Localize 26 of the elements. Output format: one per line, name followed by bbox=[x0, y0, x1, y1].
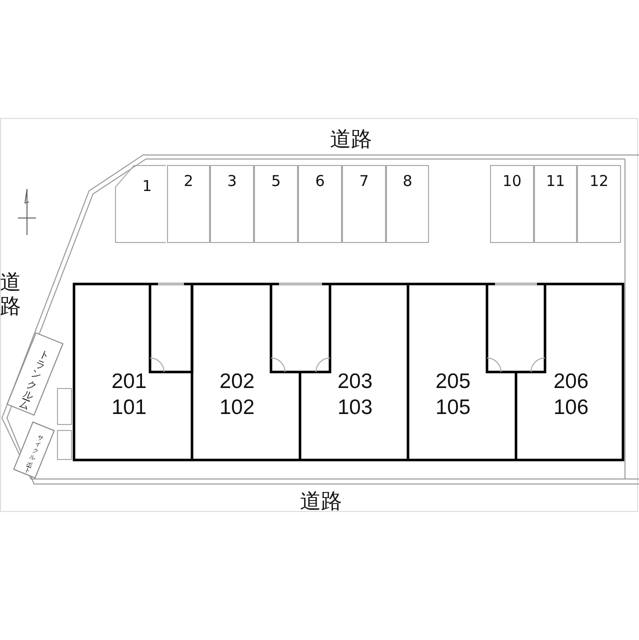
room-number: 105 bbox=[435, 395, 471, 421]
room-number: 106 bbox=[553, 395, 589, 421]
parking-space: 3 bbox=[210, 165, 254, 243]
room-number: 202 bbox=[219, 369, 255, 395]
parking-space: 10 bbox=[490, 165, 534, 243]
room-number: 203 bbox=[337, 369, 373, 395]
parking-space: 5 bbox=[254, 165, 298, 243]
room-number: 103 bbox=[337, 395, 373, 421]
box bbox=[57, 388, 72, 425]
parking-space: 7 bbox=[342, 165, 386, 243]
storage-box: トランクルーム bbox=[6, 332, 64, 416]
box bbox=[57, 430, 72, 460]
room-number: 101 bbox=[111, 395, 147, 421]
room-number: 201 bbox=[111, 369, 147, 395]
room-number: 206 bbox=[553, 369, 589, 395]
room-number: 102 bbox=[219, 395, 255, 421]
room-number: 205 bbox=[435, 369, 471, 395]
parking-space: 12 bbox=[577, 165, 621, 243]
parking-space: 11 bbox=[534, 165, 577, 243]
parking-space: 1 bbox=[115, 165, 167, 243]
road-label: 道路 bbox=[300, 488, 342, 515]
parking-space: 6 bbox=[298, 165, 342, 243]
road-label: 道路 bbox=[0, 270, 22, 318]
road-label: 道路 bbox=[330, 126, 372, 153]
parking-space: 8 bbox=[386, 165, 429, 243]
parking-space: 2 bbox=[167, 165, 210, 243]
